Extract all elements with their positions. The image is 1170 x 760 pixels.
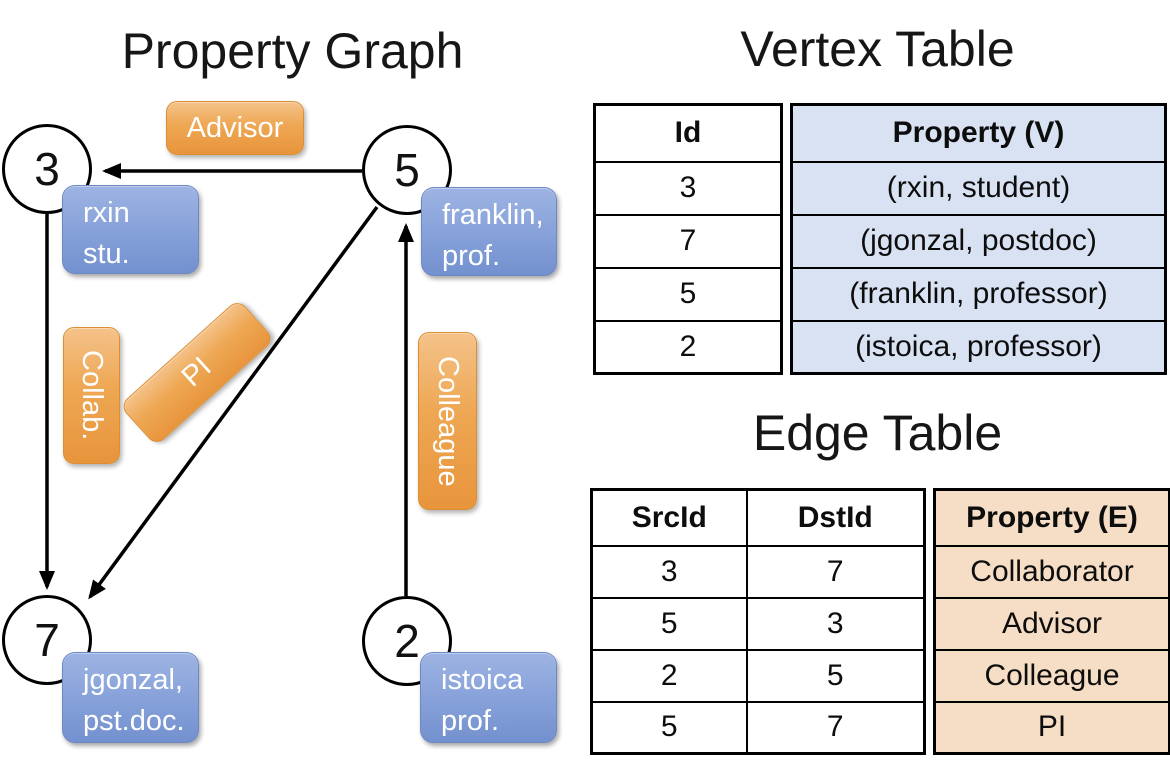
edge-table-header-dstid: DstId [745, 488, 926, 547]
table-row: 7 [593, 213, 783, 269]
edge-srcid-cell: 5 [590, 596, 748, 651]
table-row: (rxin, student) [790, 160, 1167, 216]
vertex-label-jgonzal-line2: pst.doc. [83, 704, 185, 737]
vertex-label-jgonzal: jgonzal, pst.doc. [62, 652, 199, 743]
vertex-table-id-column: Id 3 7 5 2 [593, 103, 783, 375]
vertex-id-cell: 2 [593, 319, 783, 375]
table-row: 5 3 [590, 596, 926, 651]
vertex-table-title: Vertex Table [740, 21, 1015, 77]
vertex-id-cell: 5 [593, 266, 783, 322]
table-row: Colleague [933, 648, 1170, 703]
edge-property-cell: PI [933, 700, 1170, 755]
vertex-table-header-id: Id [593, 103, 783, 163]
table-row: 5 [593, 266, 783, 322]
edge-dstid-cell: 5 [745, 648, 926, 703]
node-5-id: 5 [394, 144, 420, 196]
edge-table-id-columns: SrcId DstId 3 7 5 3 2 5 5 7 [590, 488, 926, 755]
edge-label-pi-text: PI [175, 351, 218, 394]
table-row: 5 7 [590, 700, 926, 755]
vertex-property-cell: (franklin, professor) [790, 266, 1167, 322]
graph-node-2: 2 [362, 596, 452, 686]
table-row: 2 [593, 319, 783, 375]
table-row: (istoica, professor) [790, 319, 1167, 375]
property-graph-title: Property Graph [121, 23, 464, 79]
edge-property-cell: Collaborator [933, 544, 1170, 599]
edge-property-cell: Advisor [933, 596, 1170, 651]
vertex-property-cell: (istoica, professor) [790, 319, 1167, 375]
edge-srcid-cell: 2 [590, 648, 748, 703]
vertex-property-cell: (jgonzal, postdoc) [790, 213, 1167, 269]
vertex-label-franklin: franklin, prof. [421, 187, 557, 276]
table-row: 2 5 [590, 648, 926, 703]
edge-srcid-cell: 3 [590, 544, 748, 599]
vertex-table-property-column: Property (V) (rxin, student) (jgonzal, p… [790, 103, 1167, 375]
edge-table: SrcId DstId 3 7 5 3 2 5 5 7 Property (E)… [590, 488, 1170, 755]
edge-property-cell: Colleague [933, 648, 1170, 703]
edge-label-colleague-text: Colleague [432, 355, 464, 487]
node-7-id: 7 [34, 614, 60, 666]
edge-dstid-cell: 3 [745, 596, 926, 651]
edge-label-advisor: Advisor [166, 101, 304, 155]
edge-label-collab: Collab. [63, 327, 120, 464]
vertex-label-rxin-line2: stu. [83, 237, 130, 270]
vertex-label-rxin: rxin stu. [62, 185, 199, 274]
graph-edges [39, 163, 414, 600]
node-2-id: 2 [394, 615, 420, 667]
edge-srcid-cell: 5 [590, 700, 748, 755]
table-row: (jgonzal, postdoc) [790, 213, 1167, 269]
vertex-label-rxin-line1: rxin [83, 197, 130, 229]
edge-label-colleague: Colleague [418, 332, 477, 510]
vertex-label-franklin-line2: prof. [442, 239, 501, 272]
edge-table-title: Edge Table [752, 405, 1003, 461]
node-3-id: 3 [34, 143, 60, 195]
edge-arrow-5-to-7 [88, 205, 379, 600]
vertex-table-header-property: Property (V) [790, 103, 1167, 163]
edge-table-property-column: Property (E) Collaborator Advisor Collea… [933, 488, 1170, 755]
edge-table-header-srcid: SrcId [590, 488, 748, 547]
vertex-label-jgonzal-line1: jgonzal, [83, 664, 183, 696]
edge-label-advisor-text: Advisor [186, 111, 284, 144]
vertex-label-istoica: istoica prof. [420, 652, 557, 743]
table-row: 3 [593, 160, 783, 216]
table-row: PI [933, 700, 1170, 755]
vertex-label-istoica-line2: prof. [441, 704, 500, 737]
edge-dstid-cell: 7 [745, 544, 926, 599]
table-row: 3 7 [590, 544, 926, 599]
vertex-id-cell: 3 [593, 160, 783, 216]
edge-dstid-cell: 7 [745, 700, 926, 755]
table-row: Collaborator [933, 544, 1170, 599]
vertex-id-cell: 7 [593, 213, 783, 269]
table-row: (franklin, professor) [790, 266, 1167, 322]
table-row: Advisor [933, 596, 1170, 651]
vertex-label-franklin-line1: franklin, [442, 199, 544, 231]
edge-table-header-property: Property (E) [933, 488, 1170, 547]
vertex-property-cell: (rxin, student) [790, 160, 1167, 216]
vertex-label-istoica-line1: istoica [441, 664, 524, 696]
edge-label-collab-text: Collab. [76, 350, 108, 441]
vertex-table: Id 3 7 5 2 Property (V) (rxin, student) … [593, 103, 1167, 375]
